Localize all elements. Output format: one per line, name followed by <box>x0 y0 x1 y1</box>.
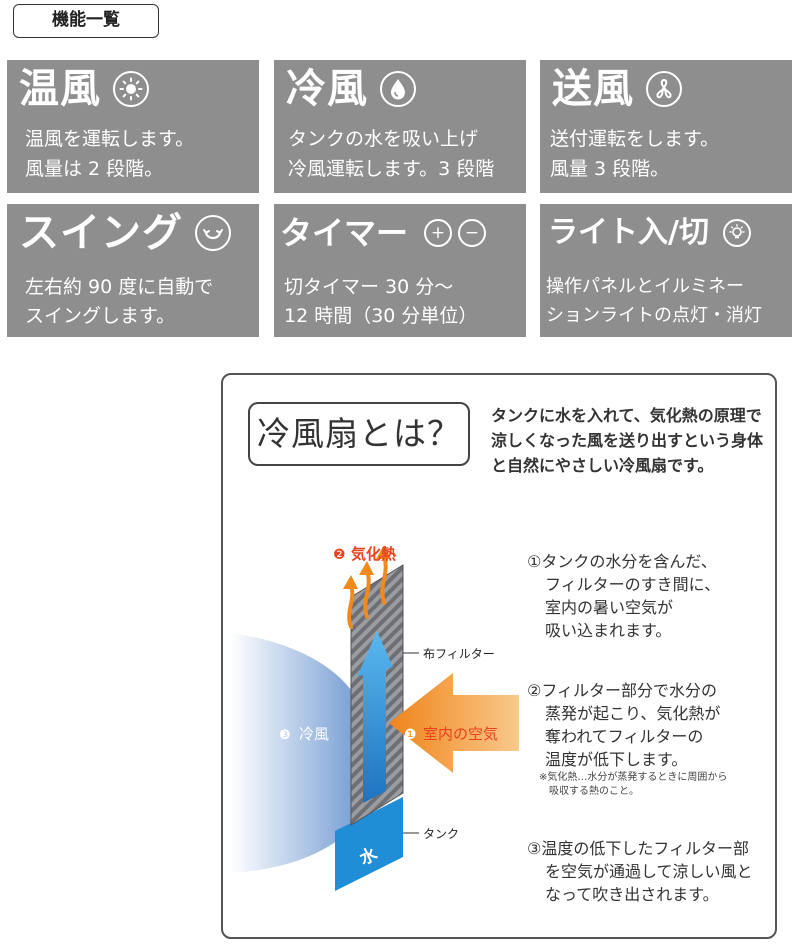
feature-desc-line-2: 風量 3 段階。 <box>550 158 670 180</box>
feature-desc-line-1: タンクの水を吸い上げ <box>288 128 479 150</box>
feature-desc-line-2: 冷風運転します。3 段階 <box>288 158 495 180</box>
sun-icon <box>113 71 149 107</box>
explanation-title: 冷風扇とは？ <box>248 402 470 466</box>
cool-air-number: ❸ <box>279 728 291 743</box>
tank-label: タンク <box>423 827 459 841</box>
feature-desc-line-1: 切タイマー 30 分〜 <box>284 276 454 298</box>
feature-title: ライト入/切 <box>548 215 709 250</box>
heat-label: 気化熱 <box>351 545 396 563</box>
cool-air-label: 冷風 <box>299 725 329 743</box>
swing-icon <box>195 215 231 251</box>
feature-card-blow: 送風 送付運転をします。 風量 3 段階。 <box>540 60 792 193</box>
indoor-air-arrow <box>389 673 519 773</box>
up-flow-arrow <box>357 631 393 803</box>
feature-desc-line-1: 操作パネルとイルミネー <box>546 276 744 297</box>
minus-icon: − <box>458 219 487 247</box>
feature-desc-line-2: 風量は 2 段階。 <box>25 158 164 180</box>
cool-air-flow <box>231 633 351 873</box>
step-1-text: ①タンクの水分を含んだ、 フィルターのすき間に、 室内の暑い空気が 吸い込まれま… <box>527 552 721 640</box>
feature-desc-line-2: スイングします。 <box>25 305 176 327</box>
feature-title: 温風 <box>19 66 101 112</box>
feature-card-timer: タイマー + − 切タイマー 30 分〜 12 時間（30 分単位） <box>274 204 526 337</box>
feature-desc-line-1: 左右約 90 度に自動で <box>25 276 214 298</box>
step-2-text: ②フィルター部分で水分の 蒸発が起こり、気化熱が 奪われてフィルターの 温度が低… <box>527 681 721 769</box>
light-bulb-icon <box>722 219 751 247</box>
heat-of-vaporization-note: ※気化熱…水分が蒸発するときに周囲から 吸収する熱のこと。 <box>539 772 728 797</box>
feature-desc-line-2: ションライトの点灯・消灯 <box>546 305 762 326</box>
feature-desc-line-2: 12 時間（30 分単位） <box>284 305 478 327</box>
step-3-text: ③温度の低下したフィルター部 を空気が通過して涼しい風と なって吹き出されます。 <box>527 839 753 904</box>
evaporative-cooling-diagram: 水 ❷ 気化熱 ❸ 冷風 ❶ 室内の空気 布フィルター タンク <box>231 545 519 891</box>
indoor-air-label: 室内の空気 <box>423 725 498 743</box>
feature-card-swing: スイング 左右約 90 度に自動で スイングします。 <box>7 204 259 337</box>
heat-number: ❷ <box>333 547 346 563</box>
explanation-intro: タンクに水を入れて、気化熱の原理で涼しくなった風を送り出すという身体と自然にやさ… <box>491 406 764 475</box>
indoor-air-number: ❶ <box>404 727 417 743</box>
feature-card-cool: 冷風 タンクの水を吸い上げ 冷風運転します。3 段階 <box>274 60 526 193</box>
feature-card-warm: 温風 温風を運転します。 風量は 2 段階。 <box>7 60 259 193</box>
feature-desc-line-1: 送付運転をします。 <box>550 128 720 150</box>
filter-label: 布フィルター <box>423 647 495 661</box>
plus-icon: + <box>424 219 453 247</box>
feature-title: スイング <box>19 210 183 256</box>
feature-title: 送風 <box>552 66 634 112</box>
feature-title: タイマー <box>280 214 409 252</box>
cooling-fan-explanation: 冷風扇とは？ タンクに水を入れて、気化熱の原理で涼しくなった風を送り出すという身… <box>221 373 777 939</box>
fan-icon <box>646 71 682 107</box>
water-tank <box>335 797 403 891</box>
feature-list-tag: 機能一覧 <box>13 4 159 38</box>
feature-desc-line-1: 温風を運転します。 <box>25 128 195 150</box>
feature-title: 冷風 <box>286 66 368 112</box>
water-drop-icon <box>380 71 416 107</box>
feature-card-light: ライト入/切 操作パネルとイルミネー ションライトの点灯・消灯 <box>540 204 792 337</box>
